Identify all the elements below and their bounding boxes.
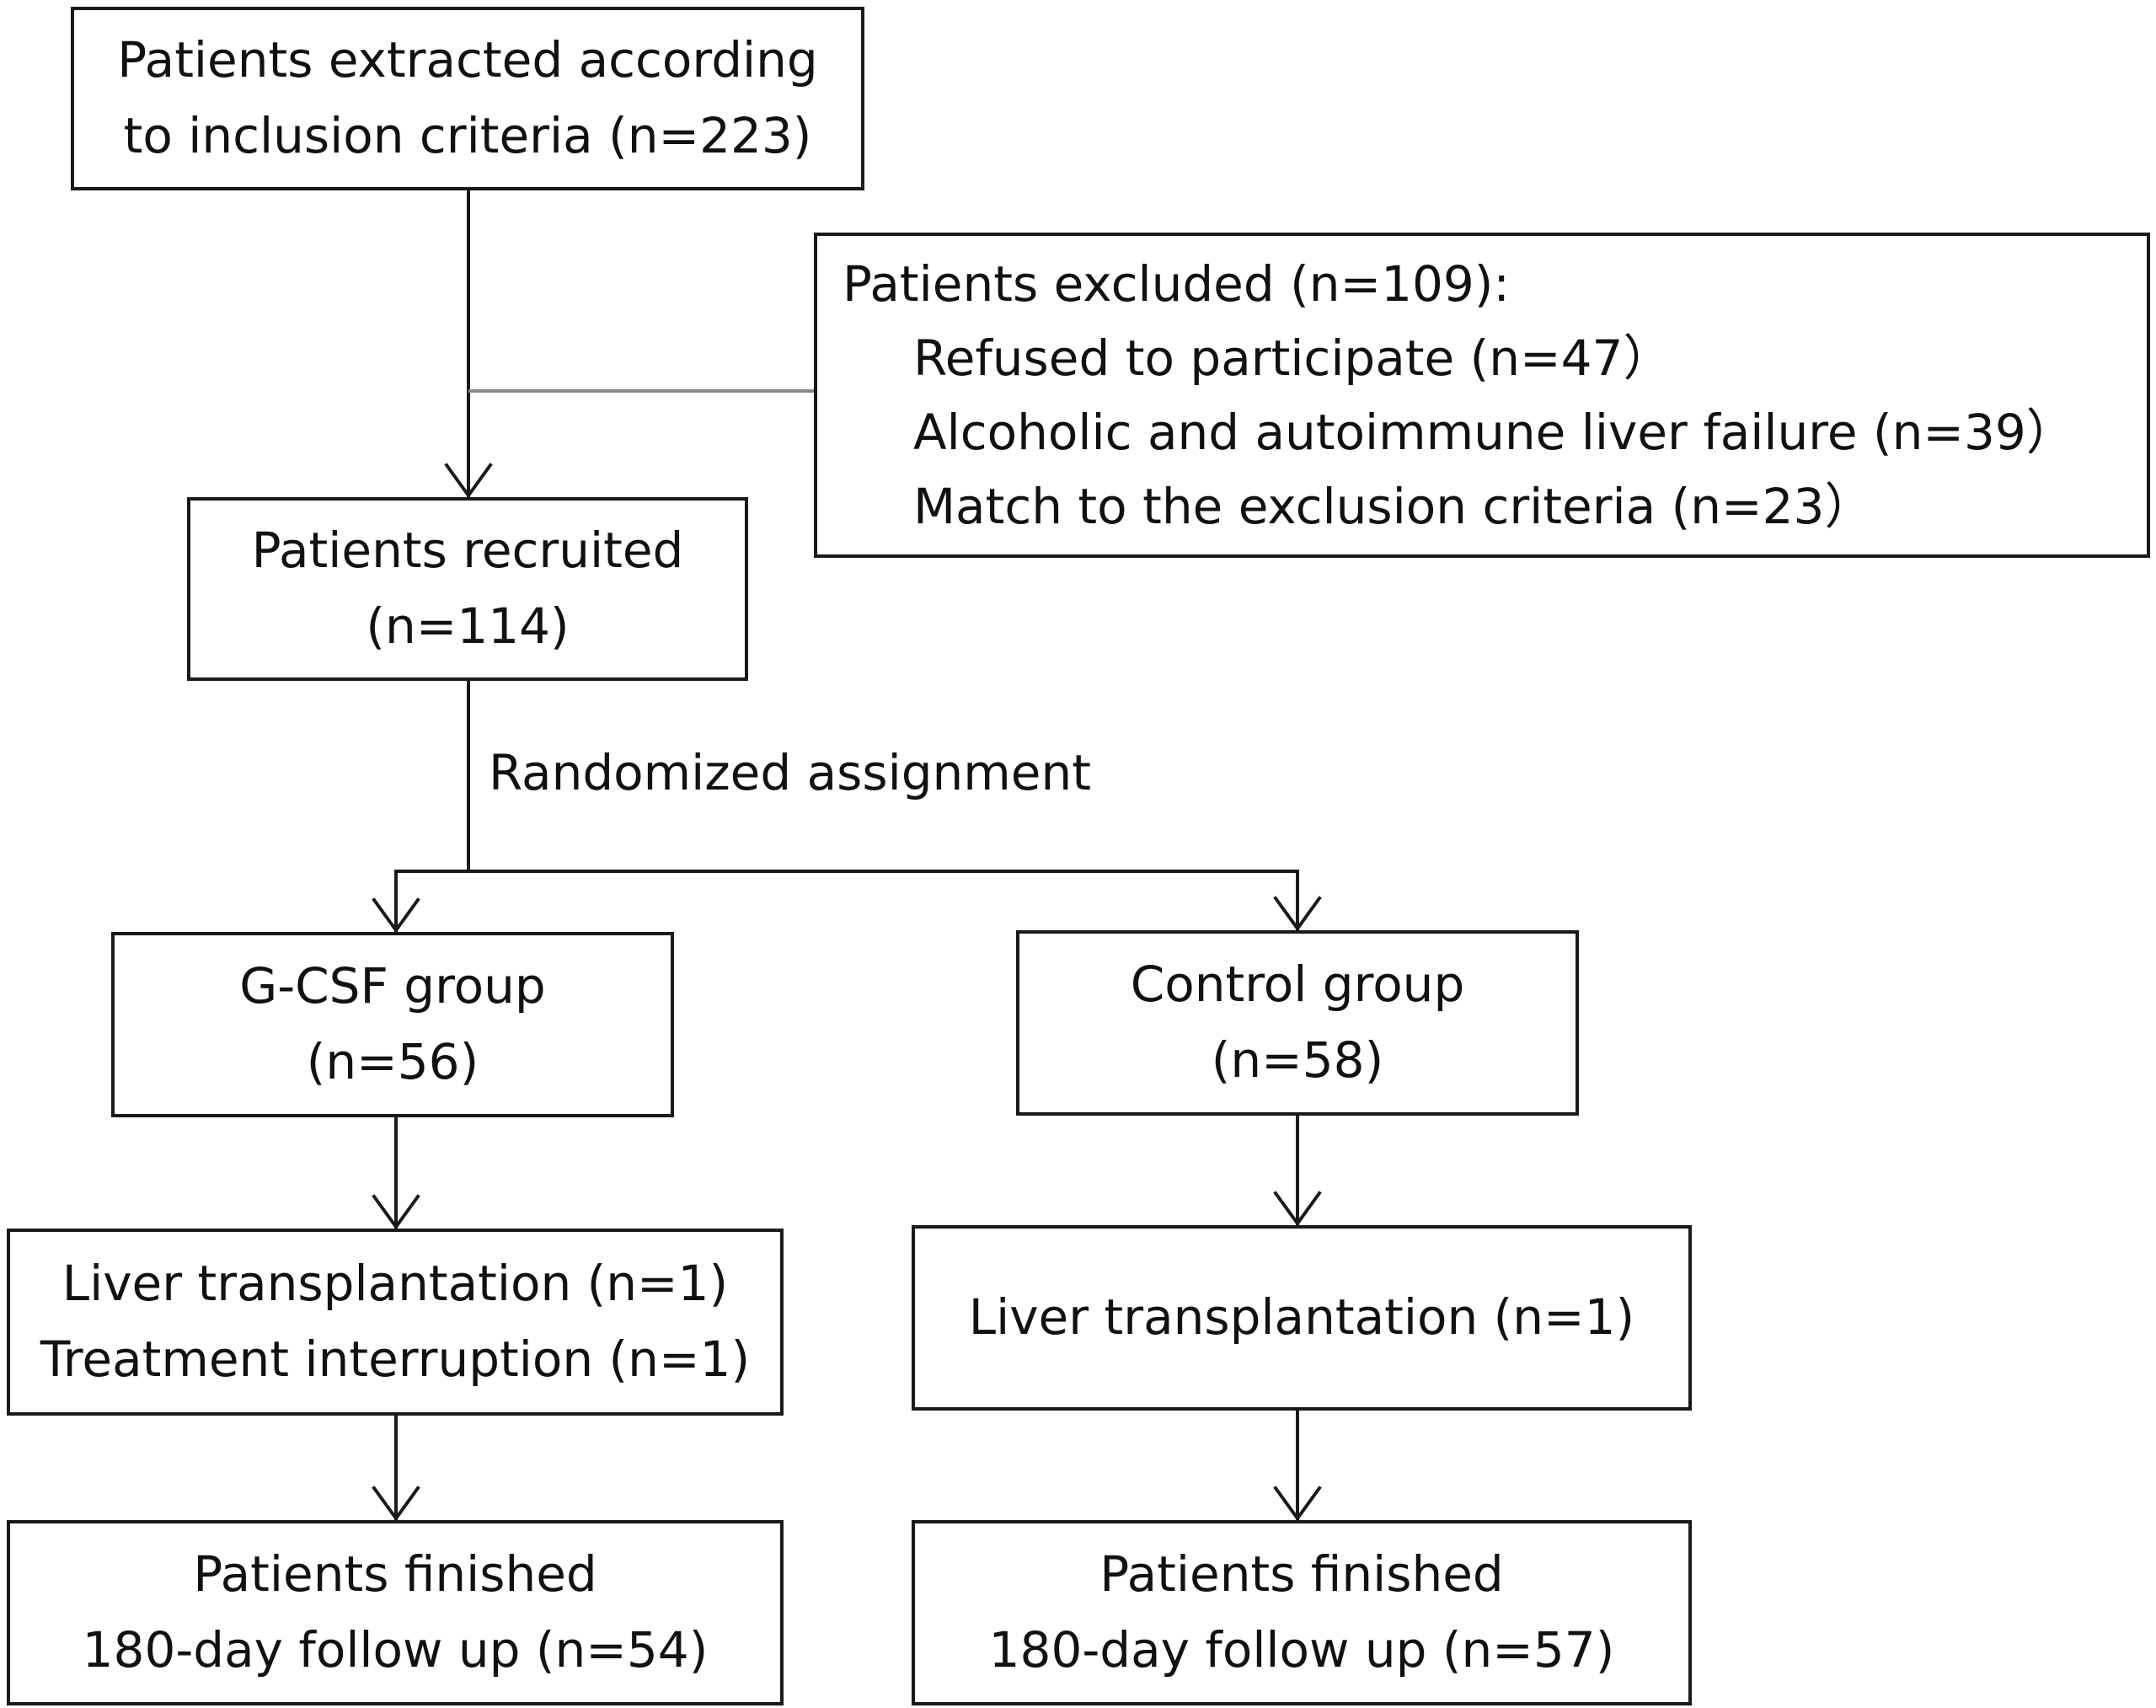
arrow-control-to-events-head: [1273, 1191, 1322, 1227]
excluded-item-exclusion-criteria: Match to the exclusion criteria (n=23）: [913, 478, 1874, 536]
arrow-gcsf-to-events-head: [372, 1194, 420, 1230]
arrow-control-events-to-finished-head: [1273, 1486, 1322, 1522]
extracted-line2: to inclusion criteria (n=223): [123, 107, 812, 164]
gcsf-events-line1: Liver transplantation (n=1): [62, 1255, 729, 1313]
gcsf-finished-line2: 180-day follow up (n=54): [82, 1621, 709, 1679]
gcsf-line2: (n=56): [306, 1033, 479, 1090]
box-gcsf-group: G-CSF group (n=56): [111, 932, 674, 1117]
control-events-line1: Liver transplantation (n=1): [968, 1288, 1635, 1347]
recruited-line2: (n=114): [366, 597, 570, 655]
box-gcsf-finished: Patients finished 180-day follow up (n=5…: [7, 1520, 784, 1705]
label-randomized-assignment: Randomized assignment: [489, 744, 1091, 801]
arrow-split-to-control-head: [1273, 896, 1322, 932]
gcsf-finished-line1: Patients finished: [193, 1545, 597, 1604]
gcsf-line1: G-CSF group: [239, 957, 546, 1015]
excluded-title: Patients excluded (n=109):: [843, 254, 1510, 313]
recruited-line1: Patients recruited: [251, 522, 684, 580]
control-finished-line1: Patients finished: [1099, 1545, 1504, 1604]
control-line1: Control group: [1130, 956, 1465, 1014]
control-finished-line2: 180-day follow up (n=57): [988, 1621, 1615, 1679]
box-control-events: Liver transplantation (n=1): [912, 1225, 1692, 1411]
extracted-line1: Patients extracted according: [117, 31, 818, 89]
box-patients-extracted: Patients extracted according to inclusio…: [71, 7, 864, 190]
excluded-item-refused: Refused to participate (n=47）: [913, 329, 1672, 387]
box-patients-recruited: Patients recruited (n=114): [187, 497, 748, 681]
box-control-group: Control group (n=58): [1016, 930, 1579, 1116]
box-control-finished: Patients finished 180-day follow up (n=5…: [912, 1520, 1692, 1705]
gcsf-events-line2: Treatment interruption (n=1): [40, 1331, 751, 1388]
control-line2: (n=58): [1211, 1031, 1384, 1089]
excluded-item-alcoholic: Alcoholic and autoimmune liver failure (…: [913, 404, 2075, 461]
box-patients-excluded: Patients excluded (n=109): Refused to pa…: [814, 233, 2150, 558]
arrow-extracted-to-recruited-head: [444, 463, 493, 499]
arrow-gcsf-events-to-finished-head: [372, 1486, 420, 1522]
arrow-split-to-gcsf-head: [372, 897, 420, 934]
box-gcsf-events: Liver transplantation (n=1) Treatment in…: [7, 1229, 784, 1416]
